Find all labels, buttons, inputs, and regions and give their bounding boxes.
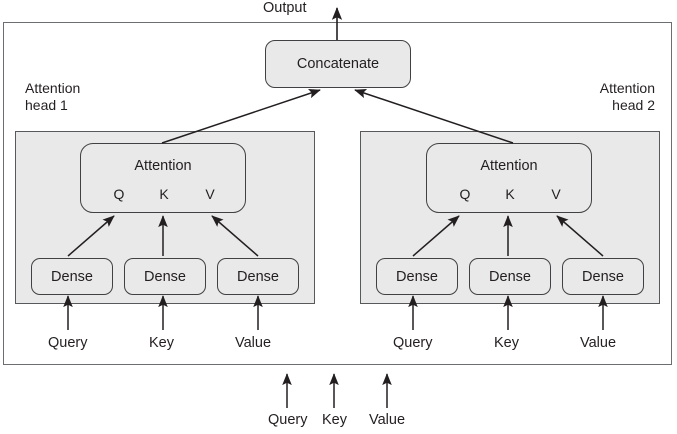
- dense-box-head-2-query[interactable]: Dense: [376, 258, 458, 295]
- dense-box-head-1-key-label: Dense: [144, 268, 186, 285]
- dense-box-head-1-query-label: Dense: [51, 268, 93, 285]
- concatenate-label: Concatenate: [296, 56, 380, 72]
- output-label: Output: [263, 0, 307, 16]
- dense-box-head-1-key[interactable]: Dense: [124, 258, 206, 295]
- input-label-head-1-query: Query: [48, 335, 88, 351]
- attention-head-1-caption: Attention head 1: [25, 80, 80, 114]
- qkv-row-head-1: Q K V: [81, 186, 245, 206]
- dense-box-head-2-value[interactable]: Dense: [562, 258, 644, 295]
- input-label-head-2-query: Query: [393, 335, 433, 351]
- dense-box-head-2-key[interactable]: Dense: [469, 258, 551, 295]
- dense-box-head-1-value[interactable]: Dense: [217, 258, 299, 295]
- input-label-head-1-value: Value: [235, 335, 272, 351]
- attention-head-2-caption: Attention head 2: [535, 80, 655, 114]
- concatenate-box[interactable]: Concatenate: [265, 40, 411, 88]
- global-input-label-value: Value: [369, 412, 406, 428]
- global-input-label-query: Query: [268, 412, 308, 428]
- input-label-head-1-key: Key: [149, 335, 174, 351]
- qkv-row-head-2: Q K V: [427, 186, 591, 206]
- attention-head-2-caption-line2: head 2: [612, 97, 655, 113]
- qkv-k-head-1: K: [159, 186, 169, 202]
- dense-box-head-1-value-label: Dense: [237, 268, 279, 285]
- global-input-label-key: Key: [322, 412, 347, 428]
- qkv-k-head-2: K: [505, 186, 515, 202]
- input-label-head-2-key: Key: [494, 335, 519, 351]
- attention-box-head-1[interactable]: Attention Q K V: [80, 143, 246, 213]
- attention-box-head-1-label: Attention: [134, 158, 192, 174]
- attention-box-head-2-label: Attention: [480, 158, 538, 174]
- dense-box-head-2-key-label: Dense: [489, 268, 531, 285]
- attention-head-1-caption-line1: Attention: [25, 80, 81, 96]
- qkv-v-head-1: V: [205, 186, 215, 202]
- dense-box-head-1-query[interactable]: Dense: [31, 258, 113, 295]
- dense-box-head-2-value-label: Dense: [582, 268, 624, 285]
- qkv-q-head-2: Q: [459, 186, 471, 202]
- attention-head-1-caption-line2: head 1: [25, 97, 68, 113]
- attention-box-head-2[interactable]: Attention Q K V: [426, 143, 592, 213]
- dense-box-head-2-query-label: Dense: [396, 268, 438, 285]
- qkv-q-head-1: Q: [113, 186, 125, 202]
- attention-head-2-caption-line1: Attention: [599, 80, 655, 96]
- qkv-v-head-2: V: [551, 186, 561, 202]
- input-label-head-2-value: Value: [580, 335, 617, 351]
